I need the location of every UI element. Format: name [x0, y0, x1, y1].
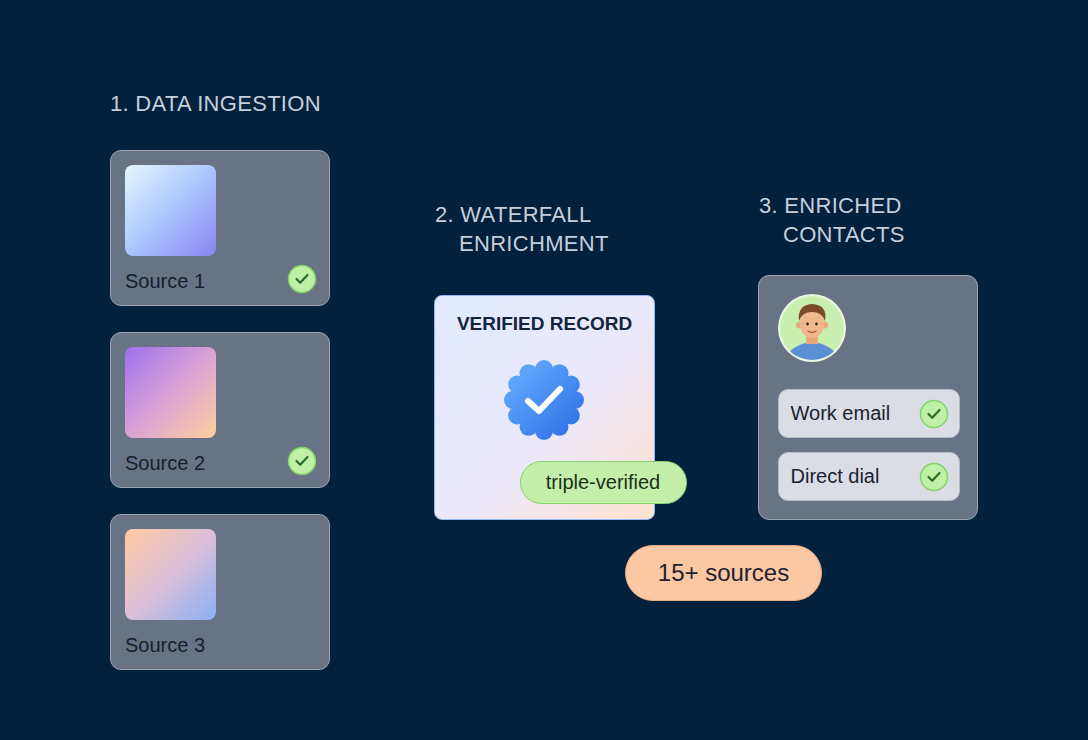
record-title: VERIFIED RECORD: [435, 312, 654, 336]
step-heading: 2. WATERFALL ENRICHMENT: [435, 200, 689, 258]
check-mark: [297, 275, 308, 283]
check-icon: [289, 266, 316, 293]
avatar-eye: [806, 323, 809, 326]
seal-scallop: [562, 407, 580, 425]
seal-scallop: [566, 391, 584, 409]
seal-scallop: [551, 418, 569, 436]
field-text: Direct dial: [791, 453, 880, 500]
avatar-eye: [815, 323, 818, 326]
count-pill: 15+ sources: [625, 545, 822, 601]
source-thumbnail: [125, 529, 216, 620]
avatar-background: [780, 296, 844, 360]
seal-scallop: [562, 376, 580, 394]
pill-text: 15+ sources: [626, 546, 821, 600]
check-mark: [297, 457, 308, 465]
source-name: Source 1: [125, 269, 205, 293]
check-icon: [921, 464, 948, 491]
source-name: Source 2: [125, 451, 205, 475]
seal-scallop: [520, 418, 538, 436]
seal-scallop: [508, 407, 526, 425]
seal-check: [528, 389, 560, 411]
avatar-hair: [799, 304, 826, 321]
check-mark: [929, 473, 940, 481]
check-mark: [929, 410, 940, 418]
check-icon: [289, 448, 316, 475]
seal-scallop: [504, 391, 522, 409]
seal-scallop: [520, 364, 538, 382]
source-thumbnail: [125, 347, 216, 438]
avatar: [780, 296, 844, 366]
check-circle: [289, 266, 316, 293]
field-pill: Direct dial: [778, 452, 960, 501]
source-name: Source 3: [125, 633, 205, 657]
seal-scallop: [551, 364, 569, 382]
source-card: Source 3: [110, 514, 330, 670]
check-circle: [921, 464, 948, 491]
avatar-shirt: [784, 342, 840, 366]
seal-scallop: [508, 376, 526, 394]
avatar-ear: [821, 322, 828, 329]
field-text: Work email: [791, 390, 891, 437]
step-heading: 3. ENRICHED CONTACTS: [759, 191, 1013, 249]
pill-text: triple-verified: [521, 462, 686, 503]
status-pill: triple-verified: [520, 461, 687, 504]
contact-card: 3. ENRICHED CONTACTSWork emailDirect dia…: [758, 275, 978, 520]
record-card: 2. WATERFALL ENRICHMENTVERIFIED RECORDtr…: [434, 295, 655, 520]
check-circle: [289, 448, 316, 475]
avatar-mouth: [808, 331, 816, 333]
avatar-face: [800, 310, 824, 338]
avatar-neck: [806, 334, 818, 344]
check-circle: [921, 401, 948, 428]
seal-scallop: [535, 422, 553, 440]
avatar-ear: [796, 322, 803, 329]
source-card: Source 1: [110, 150, 330, 306]
check-icon: [921, 401, 948, 428]
source-card: Source 2: [110, 332, 330, 488]
verified-seal: [504, 360, 584, 440]
seal-core: [512, 368, 576, 432]
avatar-ring: [778, 294, 846, 362]
source-thumbnail: [125, 165, 216, 256]
seal-scallop: [535, 360, 553, 378]
field-pill: Work email: [778, 389, 960, 438]
section-heading: 1. DATA INGESTION: [110, 89, 321, 118]
